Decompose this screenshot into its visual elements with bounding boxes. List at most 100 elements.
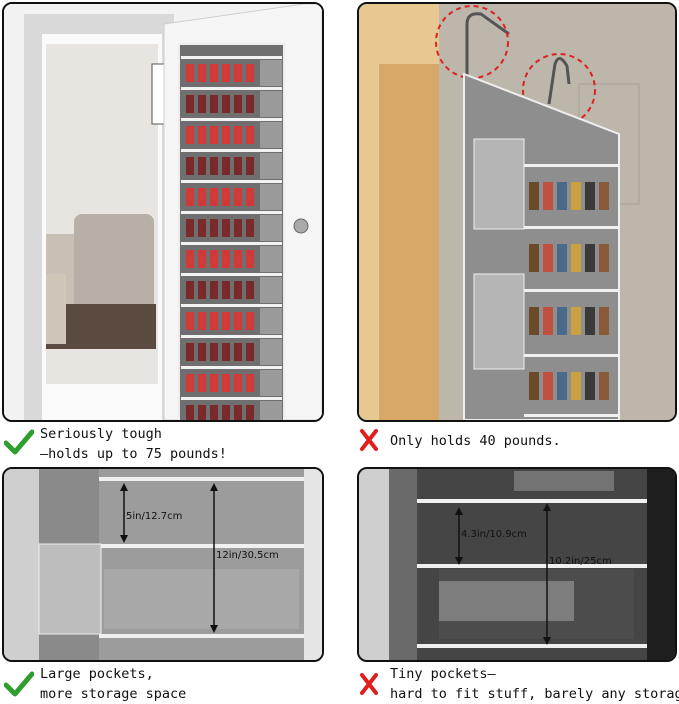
organizer-shelf <box>524 354 619 357</box>
photo-tiny-pockets: 4.3in/10.9cm 10.2in/25cm <box>357 467 677 662</box>
organizer-shelf <box>181 304 282 307</box>
bottle <box>246 374 254 392</box>
bottle <box>186 250 194 268</box>
stored-item <box>571 244 581 272</box>
stored-item <box>557 182 567 210</box>
organizer-shelf <box>524 164 619 167</box>
side-mesh-pocket <box>260 215 282 241</box>
side-mesh-pocket <box>260 122 282 148</box>
stored-item <box>557 244 567 272</box>
organizer-shelf <box>181 397 282 400</box>
photo-large-pockets: 5in/12.7cm 12in/30.5cm <box>2 467 324 662</box>
organizer-shelf <box>524 226 619 229</box>
bottle <box>222 312 230 330</box>
bottle <box>234 312 242 330</box>
bottle <box>234 95 242 113</box>
bottle <box>246 405 254 420</box>
bottle <box>198 281 206 299</box>
bottle <box>198 157 206 175</box>
dimension-label-depth: 5in/12.7cm <box>126 511 182 522</box>
bottle <box>234 188 242 206</box>
bottle <box>246 188 254 206</box>
bottle <box>198 126 206 144</box>
stored-item <box>543 244 553 272</box>
stored-item <box>585 372 595 400</box>
bottle <box>210 405 218 420</box>
bottle <box>210 95 218 113</box>
side-mesh-pocket <box>260 246 282 272</box>
dimension-label-height: 12in/30.5cm <box>216 550 279 561</box>
bottle <box>186 374 194 392</box>
stored-item <box>599 244 609 272</box>
bottle <box>234 374 242 392</box>
stored-item <box>529 372 539 400</box>
caption-line: hard to fit stuff, barely any storage! <box>390 686 679 702</box>
bottle <box>198 312 206 330</box>
bottle <box>198 219 206 237</box>
organizer-shelf <box>524 289 619 292</box>
red-cross-icon <box>360 429 378 451</box>
stored-item <box>529 307 539 335</box>
bottle <box>186 95 194 113</box>
stored-item <box>543 372 553 400</box>
bottle <box>210 157 218 175</box>
bottle <box>234 64 242 82</box>
stored-item <box>529 182 539 210</box>
stored-item <box>585 182 595 210</box>
bottle <box>210 64 218 82</box>
bottle <box>198 250 206 268</box>
bottle <box>210 188 218 206</box>
bottle <box>222 188 230 206</box>
bottle <box>234 219 242 237</box>
bottle <box>186 188 194 206</box>
tiny-pocket-closeup: 4.3in/10.9cm 10.2in/25cm <box>359 469 675 660</box>
bottle <box>222 374 230 392</box>
dimension-label-height: 10.2in/25cm <box>549 556 612 567</box>
bottle <box>210 374 218 392</box>
stored-item <box>543 182 553 210</box>
bottle <box>186 126 194 144</box>
competitor-organizer-photo <box>359 4 675 420</box>
bottle <box>210 312 218 330</box>
organizer-shelf <box>181 366 282 369</box>
side-mesh-pocket <box>260 401 282 420</box>
organizer-shelf <box>181 335 282 338</box>
caption-line: Tiny pockets— <box>390 666 496 682</box>
organizer-shelf <box>181 273 282 276</box>
bottle <box>246 219 254 237</box>
bottle <box>210 250 218 268</box>
bottle <box>234 405 242 420</box>
bottle <box>198 343 206 361</box>
bottle <box>246 343 254 361</box>
bottle <box>246 126 254 144</box>
bottle <box>246 250 254 268</box>
bottle <box>222 64 230 82</box>
bottle <box>198 405 206 420</box>
stored-item <box>585 244 595 272</box>
bottle <box>186 312 194 330</box>
dimension-label-depth: 4.3in/10.9cm <box>461 529 527 540</box>
bottle <box>222 219 230 237</box>
caption-large-pockets: Large pockets, more storage space <box>40 664 186 704</box>
bottle <box>210 126 218 144</box>
bottle <box>222 157 230 175</box>
green-check-icon <box>4 671 34 697</box>
bottle <box>222 343 230 361</box>
stored-item <box>529 244 539 272</box>
side-mesh-pocket <box>260 60 282 86</box>
stored-item <box>571 307 581 335</box>
bottle <box>186 281 194 299</box>
side-mesh-pocket <box>260 308 282 334</box>
bottle <box>198 64 206 82</box>
bottle <box>186 343 194 361</box>
stored-item <box>571 182 581 210</box>
stored-item <box>599 307 609 335</box>
side-mesh-pocket <box>260 370 282 396</box>
caption-tiny-pockets: Tiny pockets— hard to fit stuff, barely … <box>390 664 679 704</box>
caption-line: Large pockets, <box>40 666 154 682</box>
bottle <box>222 281 230 299</box>
caption-line: —holds up to 75 pounds! <box>40 446 227 462</box>
side-mesh-pocket <box>260 277 282 303</box>
stored-item <box>557 307 567 335</box>
bottle <box>222 250 230 268</box>
